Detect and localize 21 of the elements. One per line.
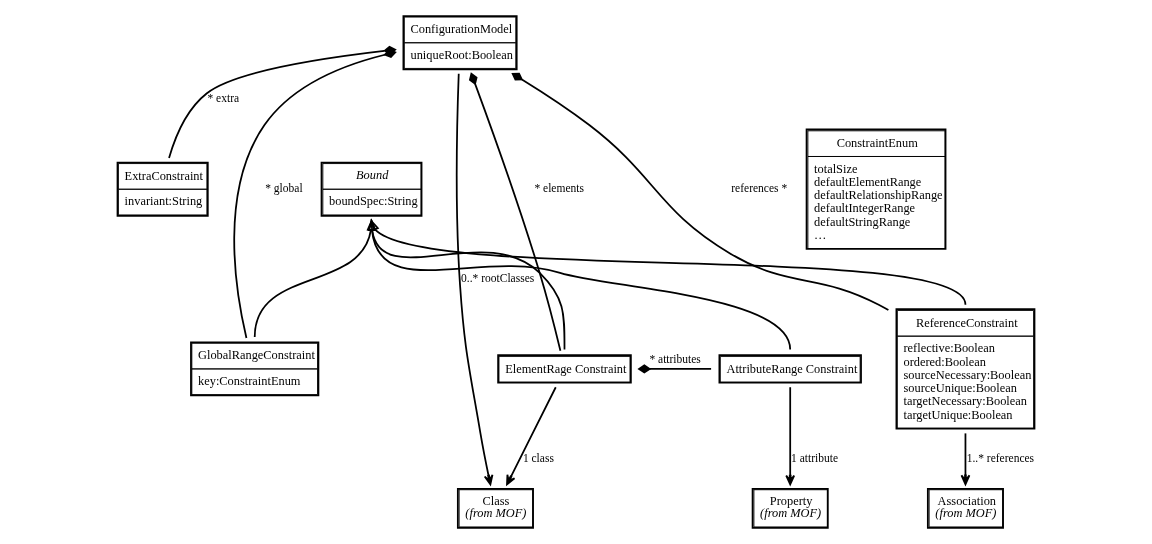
arrow [506, 386, 557, 486]
connector [233, 49, 397, 339]
edge-label: 1 class [522, 451, 554, 464]
arrow [367, 218, 792, 351]
edge-label: references * [731, 182, 788, 195]
edge-label: * global [265, 182, 303, 195]
arrow [253, 218, 376, 338]
connector [511, 72, 890, 311]
arrow [370, 218, 967, 306]
connector [637, 364, 712, 374]
arrow [455, 72, 494, 486]
edge-label: 1..* references [966, 451, 1035, 464]
edge-label: * elements [534, 182, 584, 195]
arrow [785, 386, 796, 486]
edge-label: * extra [207, 92, 240, 105]
arrow [367, 218, 566, 351]
connector [468, 72, 562, 352]
edge-label: 0..* rootClasses [461, 272, 535, 285]
arrow [960, 432, 971, 486]
edge-label: * attributes [649, 353, 701, 366]
edge-label: 1 attribute [791, 451, 839, 464]
